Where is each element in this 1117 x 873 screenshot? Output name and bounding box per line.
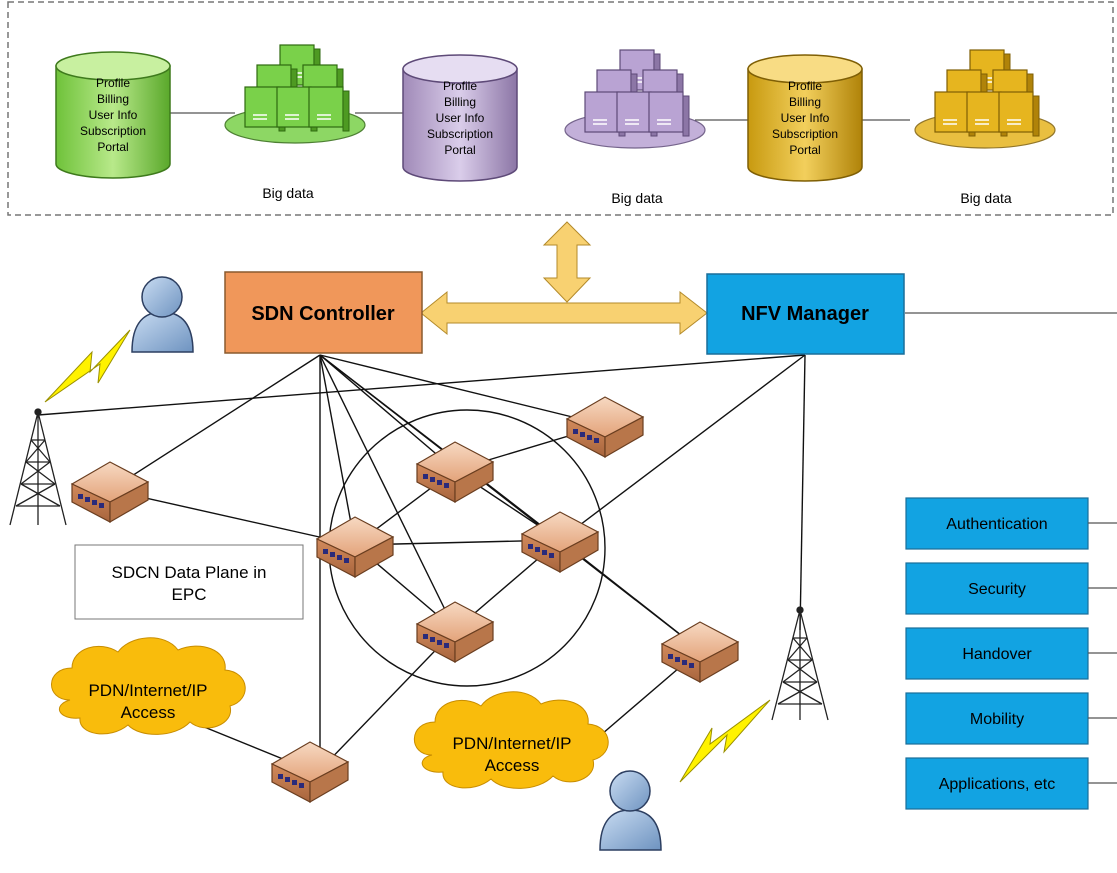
- server-cluster-icon: [914, 49, 1056, 149]
- big-data-caption: Big data: [960, 190, 1012, 206]
- router-icon: [270, 741, 350, 804]
- server-cluster-icon: [224, 44, 366, 144]
- wireless-link-icon: [679, 699, 771, 783]
- nfv-manager-label: NFV Manager: [741, 303, 869, 325]
- database-text-line: Subscription: [80, 124, 146, 138]
- routers: [70, 396, 740, 804]
- database-text-line: User Info: [436, 111, 485, 125]
- database-text-line: Subscription: [427, 127, 493, 141]
- function-box-label: Security: [968, 581, 1026, 598]
- data-plane-label-line1: SDCN Data Plane in: [112, 563, 267, 582]
- cloud-label-line2: Access: [485, 756, 540, 775]
- pdn-cloud-right: PDN/Internet/IP Access: [413, 691, 609, 789]
- router-icon: [315, 516, 395, 579]
- function-box-label: Applications, etc: [939, 776, 1056, 793]
- database-text-line: Portal: [789, 143, 820, 157]
- user-icon: [599, 770, 662, 851]
- database-text-line: Portal: [444, 143, 475, 157]
- server-clusters: [224, 44, 1056, 149]
- function-box-label: Authentication: [946, 516, 1047, 533]
- wireless-link-icon: [44, 329, 131, 403]
- function-box-mobility[interactable]: Mobility: [905, 692, 1117, 745]
- sdn-controller-label: SDN Controller: [251, 303, 395, 325]
- cell-tower-icon: [9, 408, 67, 526]
- network-functions: AuthenticationSecurityHandoverMobilityAp…: [905, 497, 1117, 810]
- cloud-label-line1: PDN/Internet/IP: [452, 734, 571, 753]
- big-data-panel: [7, 1, 1114, 216]
- router-icon: [415, 601, 495, 664]
- database-text-line: Billing: [789, 95, 821, 109]
- top-connectors: [170, 112, 910, 121]
- vertical-double-arrow: [542, 221, 592, 303]
- sdn-controller-box[interactable]: SDN Controller: [224, 271, 423, 354]
- cloud-label-line1: PDN/Internet/IP: [88, 681, 207, 700]
- router-icon: [660, 621, 740, 684]
- router-icon: [415, 441, 495, 504]
- router-icon: [70, 461, 150, 524]
- server-cluster-icon: [564, 49, 706, 149]
- data-plane-label-line2: EPC: [172, 585, 207, 604]
- database-text-line: Subscription: [772, 127, 838, 141]
- big-data-caption: Big data: [262, 185, 314, 201]
- database-text-line: User Info: [89, 108, 138, 122]
- function-box-security[interactable]: Security: [905, 562, 1117, 615]
- database-text-line: Billing: [97, 92, 129, 106]
- database-text-line: Profile: [788, 79, 822, 93]
- function-box-handover[interactable]: Handover: [905, 627, 1117, 680]
- user-icon: [131, 276, 194, 353]
- database-text-line: Billing: [444, 95, 476, 109]
- database-text-line: Portal: [97, 140, 128, 154]
- router-icon: [565, 396, 645, 459]
- function-box-applications[interactable]: Applications, etc: [905, 757, 1117, 810]
- data-plane-label-box: SDCN Data Plane in EPC: [74, 544, 304, 620]
- function-box-label: Mobility: [970, 711, 1024, 728]
- database-text-line: User Info: [781, 111, 830, 125]
- router-icon: [520, 511, 600, 574]
- nfv-manager-box[interactable]: NFV Manager: [706, 273, 905, 355]
- cloud-label-line2: Access: [121, 703, 176, 722]
- function-box-label: Handover: [962, 646, 1032, 663]
- cell-tower-icon: [771, 606, 829, 721]
- big-data-caption: Big data: [611, 190, 663, 206]
- pdn-cloud-left: PDN/Internet/IP Access: [51, 637, 246, 735]
- function-box-authentication[interactable]: Authentication: [905, 497, 1117, 550]
- database-text-line: Profile: [96, 76, 130, 90]
- database-text-line: Profile: [443, 79, 477, 93]
